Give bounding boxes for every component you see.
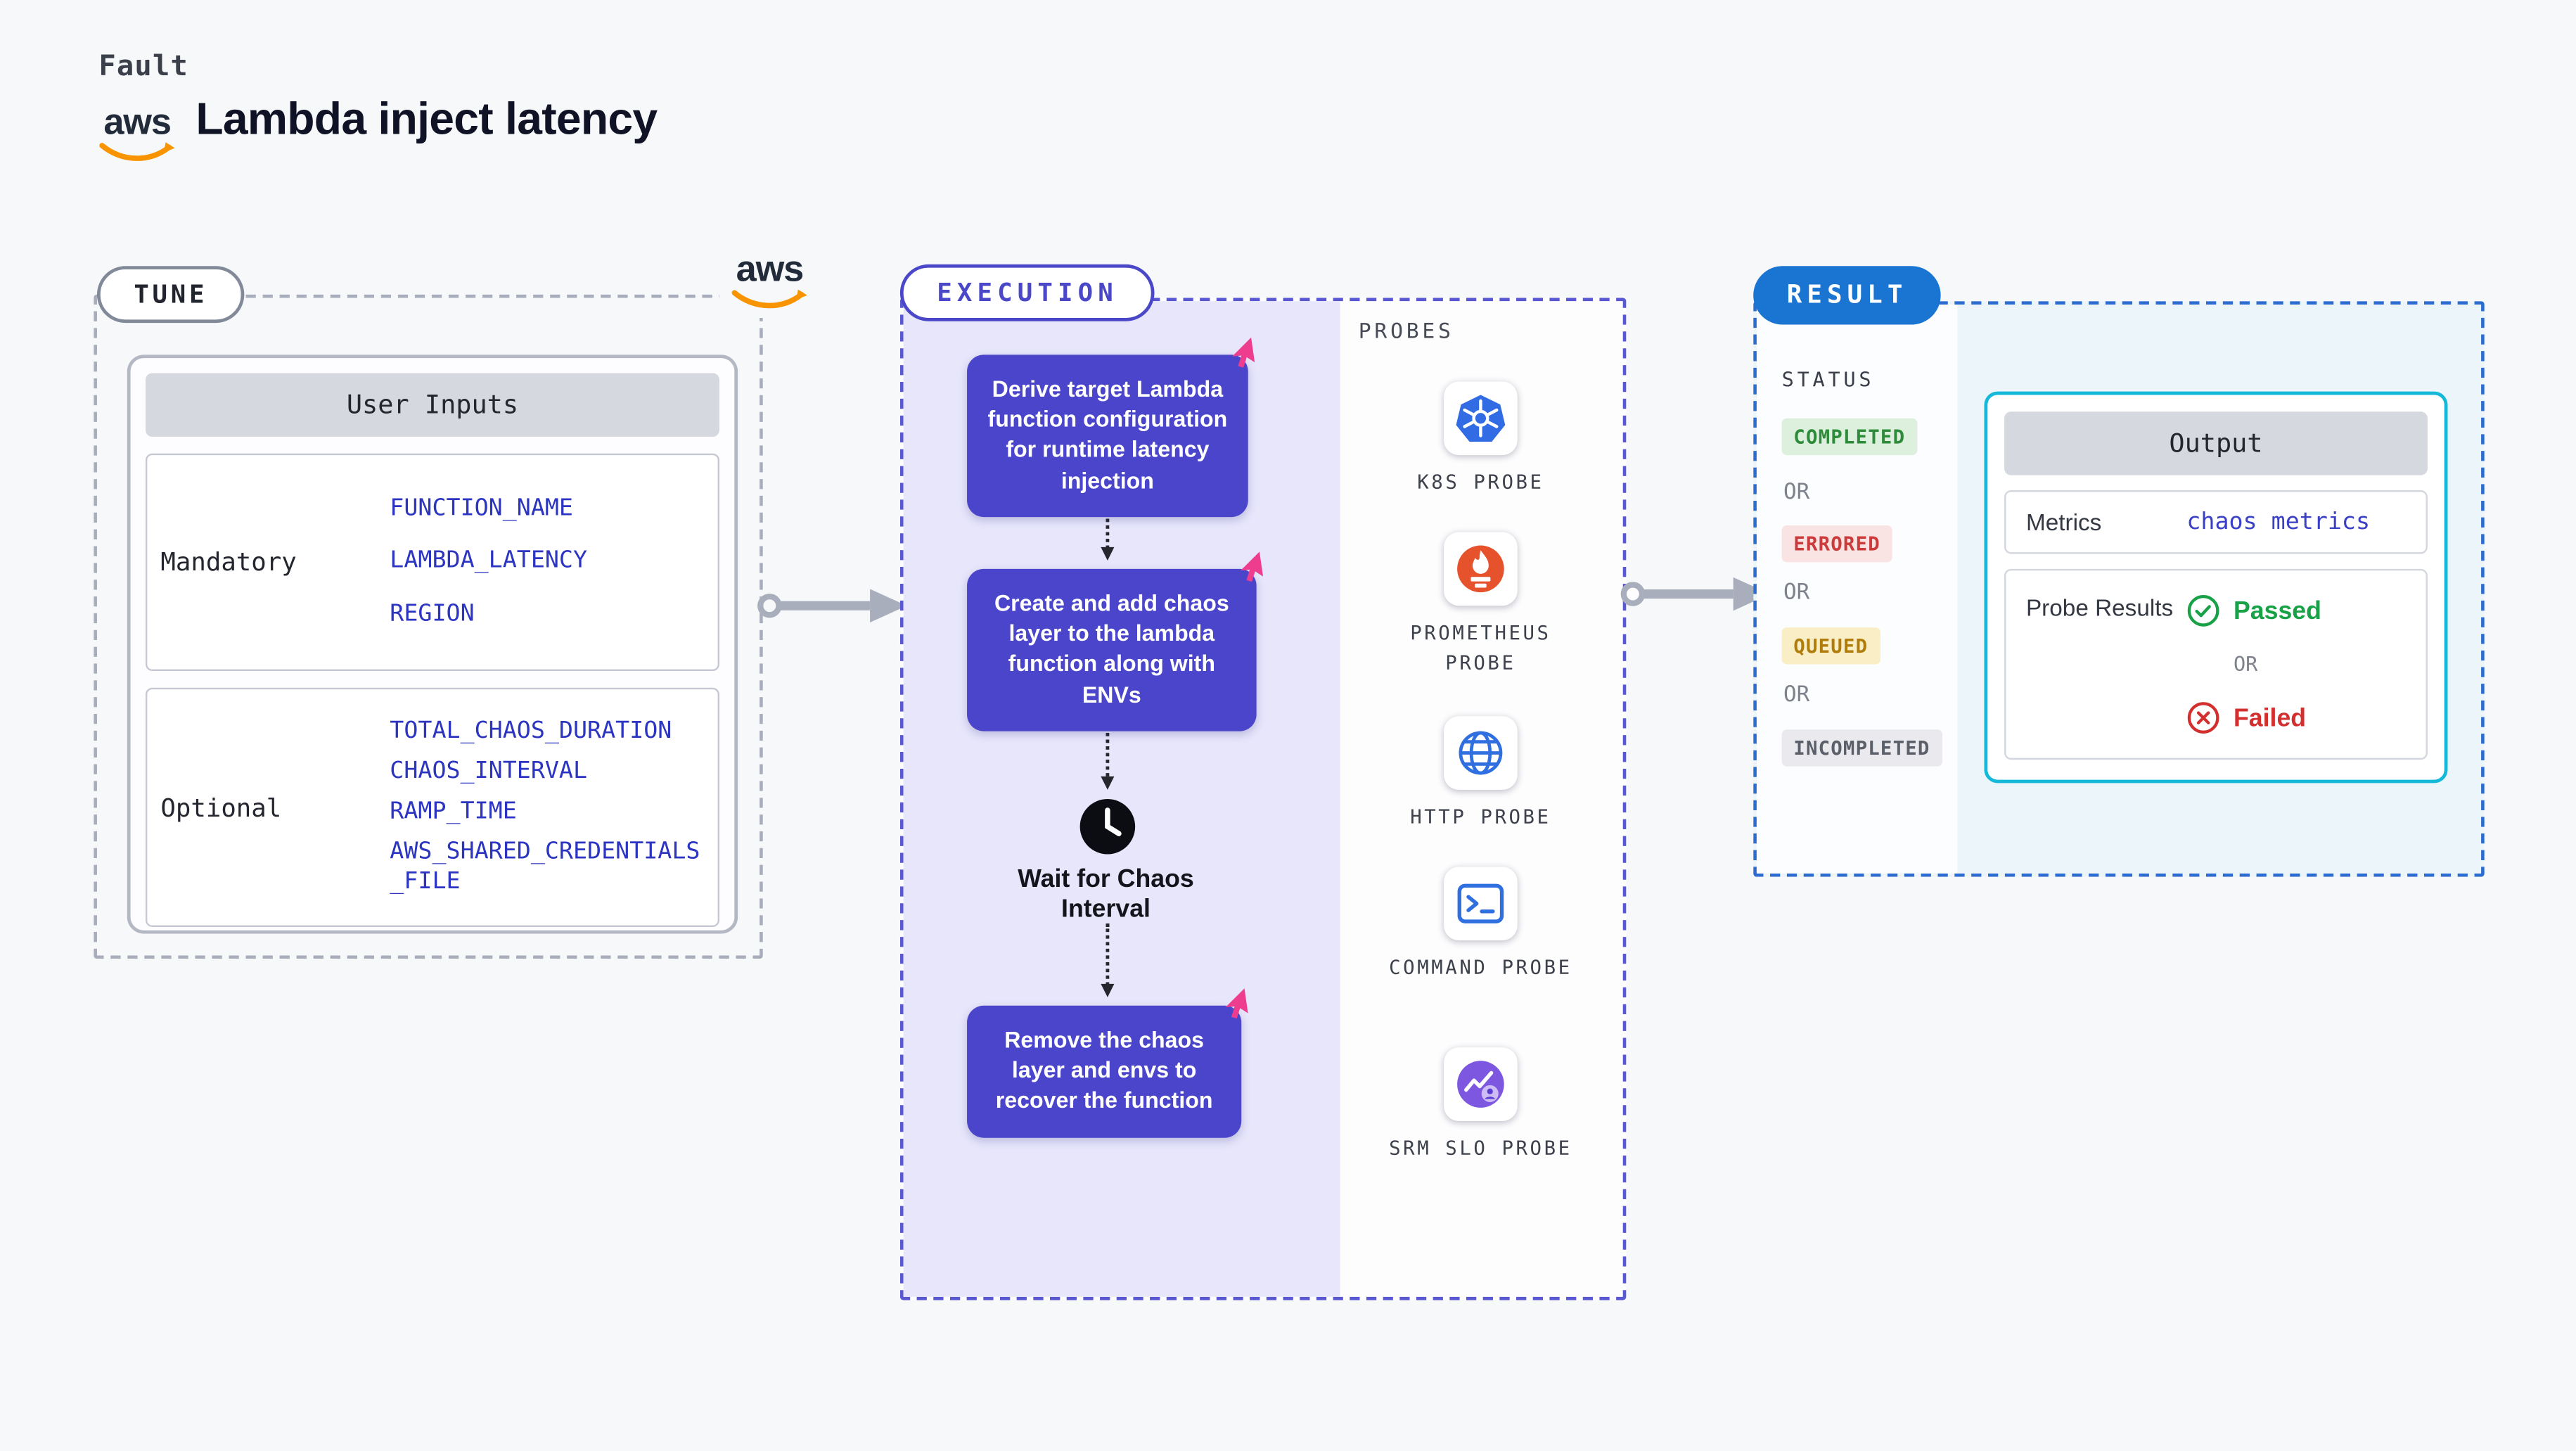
probe-results-row: Probe Results Passed OR Failed [2004,568,2428,760]
metrics-row: Metrics chaos metrics [2004,490,2428,554]
tune-panel [94,294,763,959]
http-probe-tile [1444,716,1518,790]
step-text: Create and add chaos layer to the lambda… [994,590,1229,708]
optional-values: TOTAL_CHAOS_DURATION CHAOS_INTERVAL RAMP… [390,689,717,925]
execution-step-create-layer: Create and add chaos layer to the lambda… [967,551,1264,731]
probes-column-label: PROBES [1358,318,1454,343]
input-variable: RAMP_TIME [390,798,517,825]
aws-logo-text: aws [103,100,172,143]
check-circle-icon [2187,594,2219,627]
execution-step-remove-layer: Remove the chaos layer and envs to recov… [967,988,1248,1137]
result-section-label: RESULT [1753,266,1942,325]
flow-connector [1101,726,1115,790]
flow-connector [1101,506,1115,561]
step-text: Derive target Lambda function configurat… [987,376,1228,493]
optional-row: Optional TOTAL_CHAOS_DURATION CHAOS_INTE… [145,687,719,927]
optional-label: Optional [160,792,282,823]
prometheus-probe-tile [1444,532,1518,606]
passed-label: Passed [2233,596,2321,625]
kubernetes-icon [1456,395,1506,442]
status-badge-errored: ERRORED [1781,525,1892,563]
output-header: Output [2004,411,2428,475]
aws-logo-tune: aws [719,248,820,319]
chaos-cursor-icon [1232,337,1255,368]
or-separator: OR [1783,480,1810,506]
chaos-cursor-icon [1241,551,1264,582]
k8s-probe-tile [1444,381,1518,456]
status-badge-incompleted: INCOMPLETED [1781,729,1942,767]
metrics-label: Metrics [2025,508,2102,535]
page-title: Lambda inject latency [196,94,658,144]
probe-label: SRM SLO PROBE [1389,1136,1572,1160]
clock-icon [1079,798,1136,855]
chaos-metrics-link[interactable]: chaos metrics [2186,509,2371,536]
mandatory-values: FUNCTION_NAME LAMBDA_LATENCY REGION [390,455,717,670]
status-badge-queued: QUEUED [1781,627,1880,665]
input-variable: TOTAL_CHAOS_DURATION [390,717,672,744]
wait-for-chaos-interval-label: Wait for Chaos Interval [1018,864,1194,924]
user-inputs-card: User Inputs Mandatory FUNCTION_NAME LAMB… [127,354,738,934]
chaos-cursor-icon [1225,988,1248,1019]
aws-smile-icon [731,289,807,309]
arrow-execution-to-result [1620,577,1770,611]
input-variable: CHAOS_INTERVAL [390,758,588,785]
input-variable: AWS_SHARED_CREDENTIALS_FILE [390,838,700,895]
aws-logo: aws [94,103,181,170]
probe-result-passed: Passed [2186,594,2321,628]
output-card: Output Metrics chaos metrics Probe Resul… [1984,391,2448,784]
x-circle-icon [2187,702,2219,734]
mandatory-label: Mandatory [160,546,297,577]
srm-slo-icon [1457,1061,1504,1108]
status-column-background [1756,304,1958,874]
status-badge-completed: COMPLETED [1781,418,1917,456]
command-probe-tile [1444,867,1518,940]
probe-label: COMMAND PROBE [1389,955,1572,979]
probe-result-failed: Failed [2186,701,2321,735]
execution-step-derive: Derive target Lambda function configurat… [967,337,1255,517]
fault-kicker: Fault [98,50,189,84]
input-variable: REGION [390,600,475,627]
probe-label: PROMETHEUS PROBE [1410,620,1551,675]
tune-section-label: TUNE [96,266,245,324]
globe-icon [1459,731,1503,775]
flow-connector [1101,923,1115,997]
input-variable: FUNCTION_NAME [390,494,573,522]
terminal-icon [1457,883,1504,923]
user-inputs-header: User Inputs [145,373,719,437]
arrow-tune-to-execution [757,589,907,622]
failed-label: Failed [2233,703,2307,732]
or-separator: OR [2233,652,2258,677]
or-separator: OR [1783,580,1810,606]
probe-results-label: Probe Results [2025,594,2174,621]
probe-label: HTTP PROBE [1410,805,1551,829]
execution-section-label: EXECUTION [899,264,1155,321]
srm-slo-probe-tile [1444,1047,1518,1121]
probe-results-values: Passed OR Failed [2186,591,2321,738]
mandatory-row: Mandatory FUNCTION_NAME LAMBDA_LATENCY R… [145,453,719,671]
status-column-label: STATUS [1781,368,1875,392]
or-separator: OR [1783,682,1810,708]
step-text: Remove the chaos layer and envs to recov… [995,1027,1213,1114]
aws-logo-text: aws [736,248,805,290]
aws-smile-icon [99,142,175,161]
prometheus-icon [1457,545,1504,593]
input-variable: LAMBDA_LATENCY [390,547,588,575]
probe-label: K8S PROBE [1417,470,1544,494]
